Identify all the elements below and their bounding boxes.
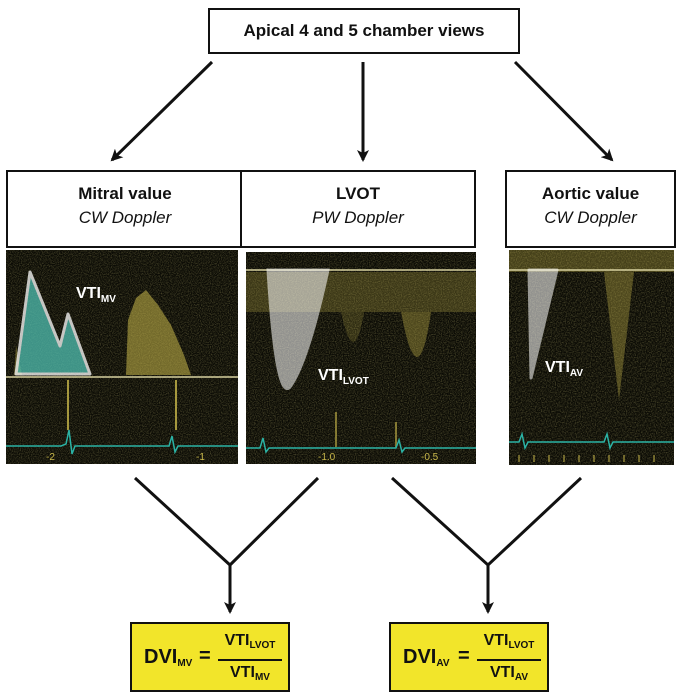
- aortic-title: Aortic value: [541, 184, 640, 203]
- lvot-doppler-image: VTILVOT -1.0 -0.5: [246, 252, 476, 464]
- ecg-trace: [509, 431, 674, 451]
- dvi-av-formula-box: DVIAV = VTILVOT VTIAV: [389, 622, 549, 692]
- denominator: VTIMV: [230, 664, 270, 683]
- equals-sign: =: [458, 645, 470, 667]
- denominator: VTIAV: [489, 664, 529, 683]
- aortic-doppler-image: VTIAV: [509, 250, 674, 465]
- arrow-to-mitral: [110, 60, 214, 162]
- dvi-av-label: DVIAV: [403, 646, 450, 669]
- tick-label: -1: [196, 452, 205, 463]
- apical-views-title: Apical 4 and 5 chamber views: [243, 21, 485, 40]
- mitral-view-box: Mitral value CW Doppler: [6, 170, 244, 248]
- dvi-mv-formula-box: DVIMV = VTILVOT VTIMV: [130, 622, 290, 692]
- lvot-title: LVOT: [335, 184, 381, 203]
- aortic-view-box: Aortic value CW Doppler: [505, 170, 676, 248]
- vti-mv-label: VTIMV: [76, 285, 116, 305]
- fraction-bar: [477, 659, 541, 661]
- fraction-bar: [218, 659, 282, 661]
- vti-lvot-label: VTILVOT: [318, 367, 369, 387]
- merge-lines-av: [390, 476, 583, 568]
- tick-label: -2: [46, 452, 55, 463]
- arrow-to-aortic: [513, 60, 614, 162]
- numerator: VTILVOT: [483, 632, 535, 651]
- tick-label: -0.5: [421, 452, 439, 463]
- lvot-subtitle: PW Doppler: [312, 208, 404, 227]
- lvot-view-box: LVOT PW Doppler: [240, 170, 476, 248]
- mitral-subtitle: CW Doppler: [78, 208, 172, 227]
- ecg-trace: [6, 429, 238, 455]
- aortic-subtitle: CW Doppler: [544, 208, 637, 227]
- mitral-title: Mitral value: [78, 184, 172, 203]
- dvi-mv-label: DVIMV: [144, 646, 193, 669]
- equals-sign: =: [199, 645, 211, 667]
- tick-label: -1.0: [318, 452, 336, 463]
- merge-lines-mv: [133, 476, 320, 568]
- mitral-doppler-image: VTIMV -2 -1: [6, 250, 238, 464]
- vti-av-label: VTIAV: [545, 359, 583, 379]
- ecg-trace: [246, 437, 476, 454]
- numerator: VTILVOT: [224, 632, 276, 651]
- apical-views-box: Apical 4 and 5 chamber views: [208, 8, 520, 54]
